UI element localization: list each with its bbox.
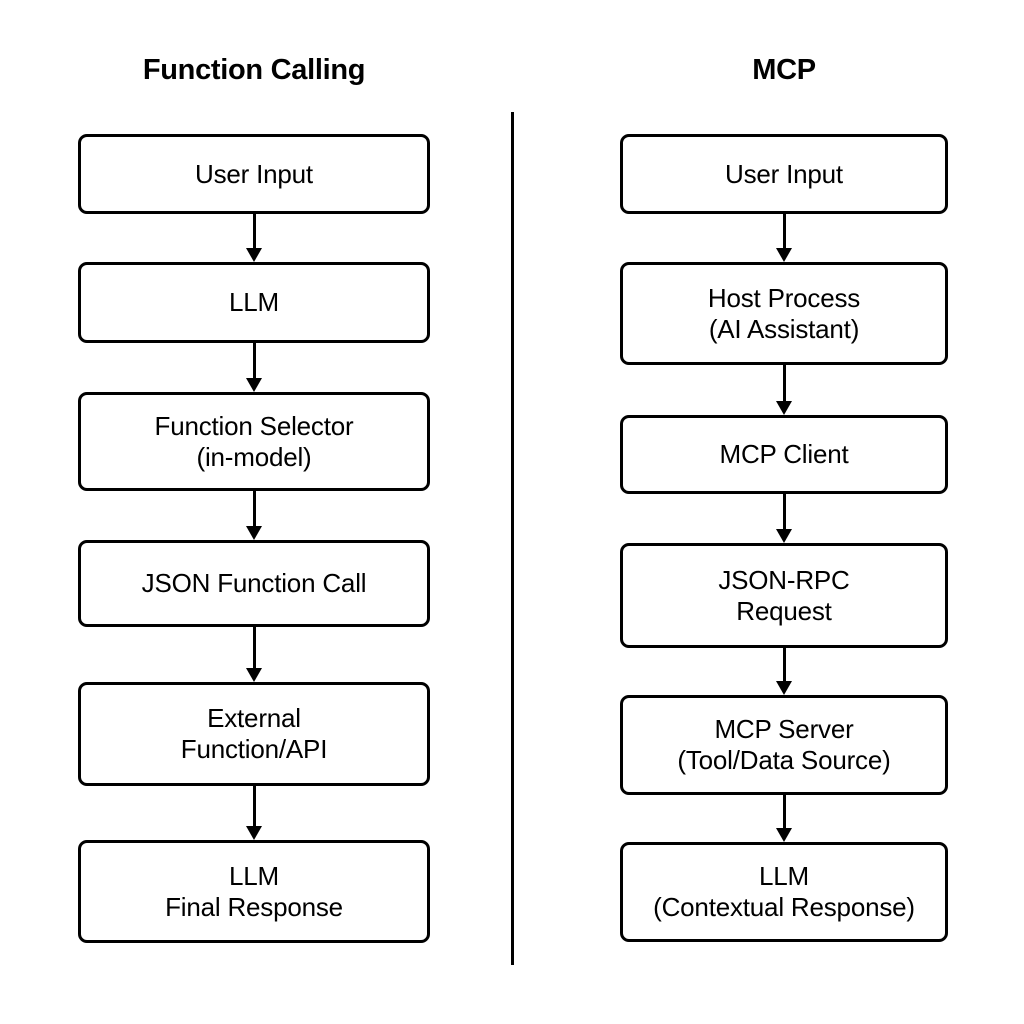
node-function-selector[interactable]: Function Selector (in-model) bbox=[78, 392, 430, 491]
arrow-head-icon bbox=[246, 826, 262, 840]
node-llm[interactable]: LLM bbox=[78, 262, 430, 343]
column-divider bbox=[511, 112, 514, 965]
node-json-function-call[interactable]: JSON Function Call bbox=[78, 540, 430, 627]
arrow-host-process-to-mcp-client bbox=[776, 365, 792, 415]
arrow-shaft bbox=[252, 343, 256, 381]
arrow-function-selector-to-json-function-call bbox=[246, 491, 262, 540]
node-label-function-selector: Function Selector (in-model) bbox=[154, 410, 354, 472]
node-llm-contextual[interactable]: LLM (Contextual Response) bbox=[620, 842, 948, 942]
arrow-head-icon bbox=[776, 681, 792, 695]
node-label-external-function: External Function/API bbox=[180, 703, 328, 764]
arrow-head-icon bbox=[246, 248, 262, 262]
arrow-shaft bbox=[252, 214, 256, 251]
column-title-function-calling: Function Calling bbox=[142, 54, 366, 86]
node-mcp-server[interactable]: MCP Server (Tool/Data Source) bbox=[620, 695, 948, 795]
arrow-head-icon bbox=[246, 668, 262, 682]
arrow-shaft bbox=[782, 365, 786, 404]
node-user-input-mcp[interactable]: User Input bbox=[620, 134, 948, 214]
node-label-llm: LLM bbox=[229, 287, 279, 317]
column-title-mcp: MCP bbox=[752, 54, 816, 86]
arrow-llm-to-function-selector bbox=[246, 343, 262, 392]
node-label-mcp-client: MCP Client bbox=[719, 439, 849, 469]
arrow-shaft bbox=[782, 214, 786, 251]
node-host-process[interactable]: Host Process (AI Assistant) bbox=[620, 262, 948, 365]
arrow-shaft bbox=[782, 795, 786, 831]
node-label-host-process: Host Process (AI Assistant) bbox=[707, 282, 861, 344]
arrow-mcp-server-to-llm-contextual bbox=[776, 795, 792, 842]
arrow-head-icon bbox=[776, 828, 792, 842]
arrow-shaft bbox=[782, 494, 786, 532]
arrow-external-function-to-llm-final-response bbox=[246, 786, 262, 840]
arrow-json-rpc-request-to-mcp-server bbox=[776, 648, 792, 695]
arrow-shaft bbox=[252, 491, 256, 529]
arrow-head-icon bbox=[776, 401, 792, 415]
arrow-json-function-call-to-external-function bbox=[246, 627, 262, 682]
arrow-shaft bbox=[252, 627, 256, 671]
node-label-llm-final-response: LLM Final Response bbox=[165, 860, 343, 922]
arrow-head-icon bbox=[776, 248, 792, 262]
node-user-input[interactable]: User Input bbox=[78, 134, 430, 214]
node-label-json-function-call: JSON Function Call bbox=[141, 568, 367, 598]
arrow-user-input-mcp-to-host-process bbox=[776, 214, 792, 262]
node-label-llm-contextual: LLM (Contextual Response) bbox=[653, 861, 915, 922]
arrow-head-icon bbox=[776, 529, 792, 543]
node-label-mcp-server: MCP Server (Tool/Data Source) bbox=[677, 714, 891, 775]
arrow-user-input-to-llm bbox=[246, 214, 262, 262]
node-llm-final-response[interactable]: LLM Final Response bbox=[78, 840, 430, 943]
arrow-shaft bbox=[252, 786, 256, 829]
node-external-function[interactable]: External Function/API bbox=[78, 682, 430, 786]
node-label-user-input: User Input bbox=[195, 158, 313, 189]
node-mcp-client[interactable]: MCP Client bbox=[620, 415, 948, 494]
node-label-user-input-mcp: User Input bbox=[725, 158, 843, 189]
node-label-json-rpc-request: JSON-RPC Request bbox=[718, 564, 850, 626]
arrow-head-icon bbox=[246, 526, 262, 540]
arrow-shaft bbox=[782, 648, 786, 684]
node-json-rpc-request[interactable]: JSON-RPC Request bbox=[620, 543, 948, 648]
arrow-head-icon bbox=[246, 378, 262, 392]
arrow-mcp-client-to-json-rpc-request bbox=[776, 494, 792, 543]
